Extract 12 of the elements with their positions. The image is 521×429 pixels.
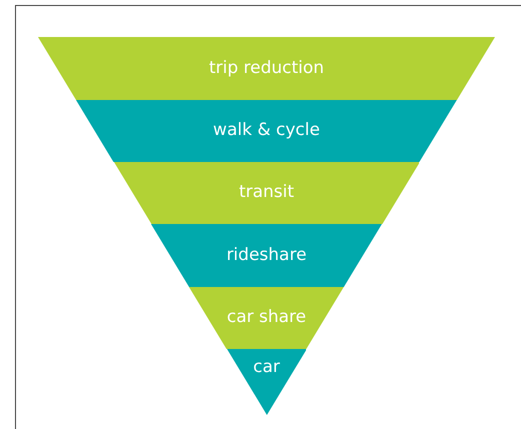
pyramid-tier (38, 37, 495, 100)
tier-label: car (252, 357, 281, 377)
pyramid-tier (226, 349, 306, 415)
pyramid-tier (76, 100, 457, 162)
pyramid-tier (114, 162, 420, 224)
tier-label: walk & cycle (212, 120, 321, 140)
tier-label: transit (238, 182, 296, 202)
tier-label: trip reduction (208, 58, 326, 78)
tier-label: rideshare (225, 244, 308, 264)
pyramid-tier (151, 224, 382, 287)
pyramid-tier (189, 287, 344, 349)
tier-label: car share (226, 307, 308, 327)
